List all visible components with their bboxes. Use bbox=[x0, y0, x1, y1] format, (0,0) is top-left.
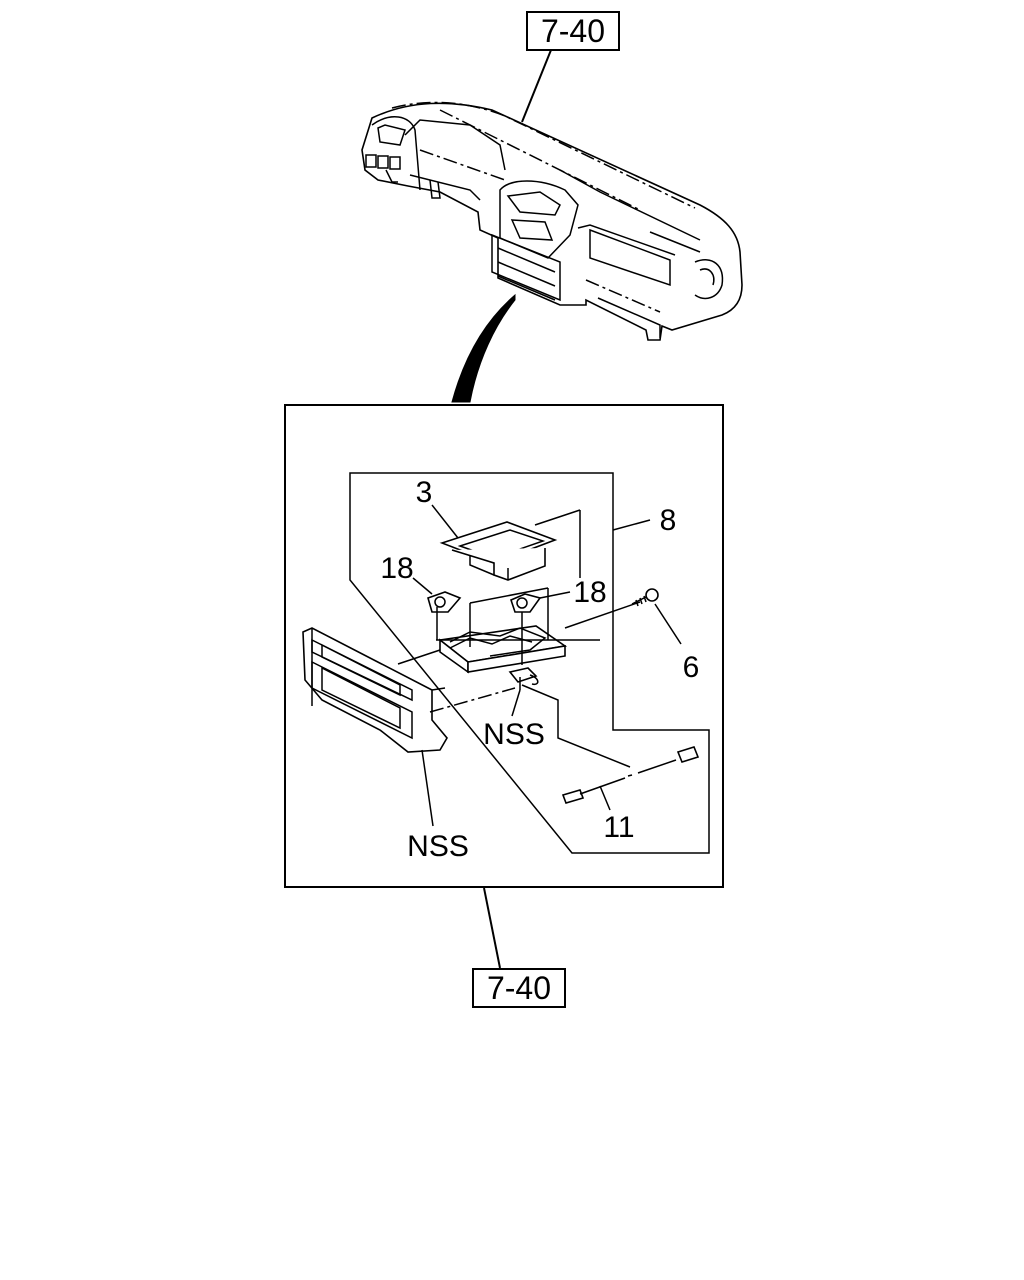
tray-guide-top bbox=[469, 587, 549, 604]
housing-bracket[interactable] bbox=[436, 625, 600, 674]
leader-part-3 bbox=[431, 504, 459, 539]
dashboard-illustration bbox=[361, 101, 743, 341]
callout-part-11[interactable]: 11 bbox=[603, 811, 634, 844]
part-18-right-clip[interactable] bbox=[510, 593, 542, 613]
reference-label-top: 7-40 bbox=[541, 13, 605, 49]
screw-guide bbox=[564, 601, 641, 629]
callout-part-18-left[interactable]: 18 bbox=[380, 552, 413, 585]
reference-box-bottom[interactable]: 7-40 bbox=[472, 968, 566, 1008]
nss-center-connector[interactable] bbox=[508, 667, 538, 690]
reference-leader-bottom bbox=[483, 887, 501, 969]
callout-part-3[interactable]: 3 bbox=[416, 476, 433, 509]
callout-part-18-right[interactable]: 18 bbox=[573, 576, 606, 609]
part-3-leader-right bbox=[534, 509, 581, 526]
reference-box-top-frame bbox=[526, 11, 620, 51]
leader-nss-bottom bbox=[421, 749, 434, 827]
leader-part-6 bbox=[654, 603, 682, 645]
reference-box-top[interactable]: 7-40 bbox=[526, 11, 620, 51]
leader-part-11 bbox=[599, 785, 611, 811]
reference-leader-top bbox=[521, 49, 552, 123]
part-18-left-clip[interactable] bbox=[427, 591, 462, 613]
leader-part-18-right bbox=[539, 591, 571, 599]
callout-part-8[interactable]: 8 bbox=[660, 504, 677, 537]
detail-frame bbox=[284, 404, 724, 888]
part-8-outline bbox=[349, 472, 710, 854]
part-3-tray[interactable] bbox=[439, 521, 558, 581]
nss-hook bbox=[529, 674, 539, 686]
bezel-guide-lower bbox=[429, 687, 516, 713]
callout-part-6[interactable]: 6 bbox=[683, 651, 700, 684]
callout-nss-center[interactable]: NSS bbox=[483, 718, 545, 751]
leader-nss-center bbox=[511, 689, 521, 717]
reference-box-bottom-frame bbox=[472, 968, 566, 1008]
part-6-screw[interactable] bbox=[631, 588, 659, 607]
part-11-harness[interactable] bbox=[561, 746, 700, 804]
bezel-guide-upper bbox=[397, 649, 441, 665]
harness-guide bbox=[521, 684, 631, 768]
reference-label-bottom: 7-40 bbox=[487, 970, 551, 1006]
leader-part-8 bbox=[612, 519, 651, 531]
detail-pointer-arrow bbox=[451, 293, 516, 403]
leader-part-18-left bbox=[412, 577, 433, 595]
front-bezel[interactable] bbox=[302, 627, 448, 753]
callout-nss-bottom[interactable]: NSS bbox=[407, 830, 469, 863]
